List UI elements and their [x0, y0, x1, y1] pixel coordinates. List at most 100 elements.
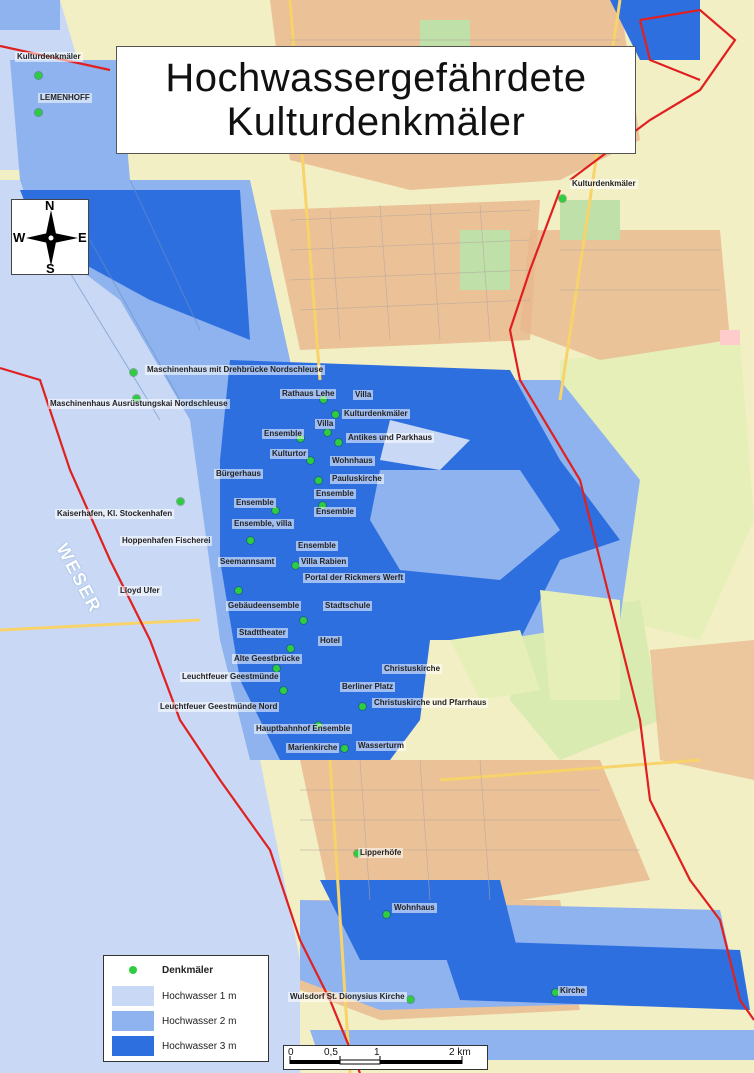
monument-label: Rathaus Lehe: [280, 389, 337, 399]
monument-label: Bürgerhaus: [214, 469, 263, 479]
monument-label: Seemannsamt: [218, 557, 277, 567]
monument-marker[interactable]: [319, 395, 327, 403]
monument-label: Stadttheater: [237, 628, 288, 638]
monument-marker[interactable]: [323, 428, 331, 436]
scale-bar: 0 0,5 1 2 km: [283, 1045, 488, 1070]
monument-marker[interactable]: [34, 71, 42, 79]
monument-label: Christuskirche und Pfarrhaus: [372, 698, 489, 708]
monument-label: Wasserturm: [356, 741, 406, 751]
compass-icon: [26, 210, 78, 266]
scale-tick-1: 1: [374, 1047, 380, 1058]
monument-marker[interactable]: [340, 744, 348, 752]
monument-label: Hotel: [318, 636, 342, 646]
legend-label: Denkmäler: [162, 964, 214, 976]
monument-label: Maschinenhaus Ausrüstungskai Nordschleus…: [48, 399, 230, 409]
monument-marker[interactable]: [132, 394, 140, 402]
monument-label: Ensemble: [314, 489, 356, 499]
monument-marker[interactable]: [358, 702, 366, 710]
monument-label: Kulturdenkmäler: [570, 179, 638, 189]
scale-tick-0: 0: [288, 1047, 294, 1058]
monument-marker[interactable]: [314, 476, 322, 484]
monument-marker[interactable]: [306, 456, 314, 464]
monument-marker[interactable]: [331, 410, 339, 418]
legend-row-flood-3m: Hochwasser 3 m: [112, 1036, 236, 1056]
monument-marker[interactable]: [318, 501, 326, 509]
monument-label: Leuchtfeuer Geestmünde Nord: [158, 702, 280, 712]
monument-label: Lipperhöfe: [358, 848, 404, 858]
monument-label: Kulturdenkmäler: [342, 409, 410, 419]
monument-marker[interactable]: [353, 849, 361, 857]
monument-marker[interactable]: [271, 506, 279, 514]
monument-marker[interactable]: [34, 108, 42, 116]
legend-row-flood-2m: Hochwasser 2 m: [112, 1011, 236, 1031]
scale-tick-2: 2 km: [449, 1047, 471, 1058]
monument-marker[interactable]: [279, 686, 287, 694]
monument-label: Portal der Rickmers Werft: [303, 573, 406, 583]
title-line-2: Kulturdenkmäler: [226, 100, 526, 144]
monument-label: Hoppenhafen Fischerei: [120, 536, 213, 546]
legend-swatch: [112, 1011, 154, 1031]
monument-label: Kulturtor: [270, 449, 309, 459]
monument-label: Christuskirche: [382, 664, 443, 674]
monument-marker[interactable]: [382, 910, 390, 918]
legend-swatch: [112, 986, 154, 1006]
compass-south: S: [46, 261, 55, 276]
scale-bar-graphic: [289, 1056, 463, 1065]
monument-marker[interactable]: [234, 586, 242, 594]
monument-label: Kaiserhafen, Kl. Stockenhafen: [55, 509, 175, 519]
legend-swatch: [112, 1036, 154, 1056]
monument-marker[interactable]: [334, 438, 342, 446]
scale-tick-half: 0,5: [324, 1047, 338, 1058]
monument-label: Wohnhaus: [392, 903, 437, 913]
monument-label: Stadtschule: [323, 601, 373, 611]
monument-label: Leuchtfeuer Geestmünde: [180, 672, 281, 682]
monument-label: Villa: [353, 390, 374, 400]
title-box: Hochwassergefährdete Kulturdenkmäler: [116, 46, 636, 154]
monument-marker[interactable]: [129, 368, 137, 376]
monument-label: Ensemble: [296, 541, 338, 551]
monument-label: Kulturdenkmäler: [15, 52, 83, 62]
compass-west: W: [13, 230, 26, 245]
monument-marker-icon: [129, 966, 137, 974]
monument-label: Villa Rabien: [299, 557, 349, 567]
monument-label: Wohnhaus: [330, 456, 375, 466]
monument-marker[interactable]: [176, 497, 184, 505]
monument-marker[interactable]: [246, 536, 254, 544]
monument-marker[interactable]: [291, 561, 299, 569]
legend-row-flood-1m: Hochwasser 1 m: [112, 986, 236, 1006]
monument-label: Pauluskirche: [330, 474, 384, 484]
monument-label: Maschinenhaus mit Drehbrücke Nordschleus…: [145, 365, 326, 375]
monument-label: Villa: [315, 419, 336, 429]
monument-label: Gebäudeensemble: [226, 601, 302, 611]
monument-label: Berliner Platz: [340, 682, 396, 692]
monument-label: Kirche: [558, 986, 587, 996]
monument-marker[interactable]: [551, 988, 559, 996]
legend-label: Hochwasser 1 m: [162, 990, 237, 1002]
title-line-1: Hochwassergefährdete: [165, 56, 587, 100]
monument-label: Ensemble, villa: [232, 519, 294, 529]
compass-north: N: [45, 198, 55, 213]
monument-label: Marienkirche: [286, 743, 340, 753]
monument-label: Ensemble: [234, 498, 276, 508]
monument-label: Hauptbahnhof Ensemble: [254, 724, 353, 734]
monument-label: Wulsdorf St. Dionysius Kirche: [288, 992, 407, 1002]
map-legend: Denkmäler Hochwasser 1 m Hochwasser 2 m …: [103, 955, 269, 1062]
compass-rose: N S W E: [11, 198, 89, 276]
monument-marker[interactable]: [406, 995, 414, 1003]
monument-label: Lloyd Ufer: [118, 586, 162, 596]
monument-label: Ensemble: [262, 429, 304, 439]
legend-label: Hochwasser 2 m: [162, 1015, 237, 1027]
monument-label: Antikes und Parkhaus: [346, 433, 435, 443]
monument-label: Alte Geestbrücke: [232, 654, 302, 664]
monument-marker[interactable]: [272, 664, 280, 672]
compass-east: E: [78, 230, 87, 245]
monument-label: LEMENHOFF: [38, 93, 92, 103]
monument-marker[interactable]: [558, 194, 566, 202]
monument-label: Ensemble: [314, 507, 356, 517]
monument-marker[interactable]: [286, 644, 294, 652]
legend-label: Hochwasser 3 m: [162, 1040, 237, 1052]
monument-marker[interactable]: [299, 616, 307, 624]
legend-row-monuments: Denkmäler: [112, 960, 213, 980]
